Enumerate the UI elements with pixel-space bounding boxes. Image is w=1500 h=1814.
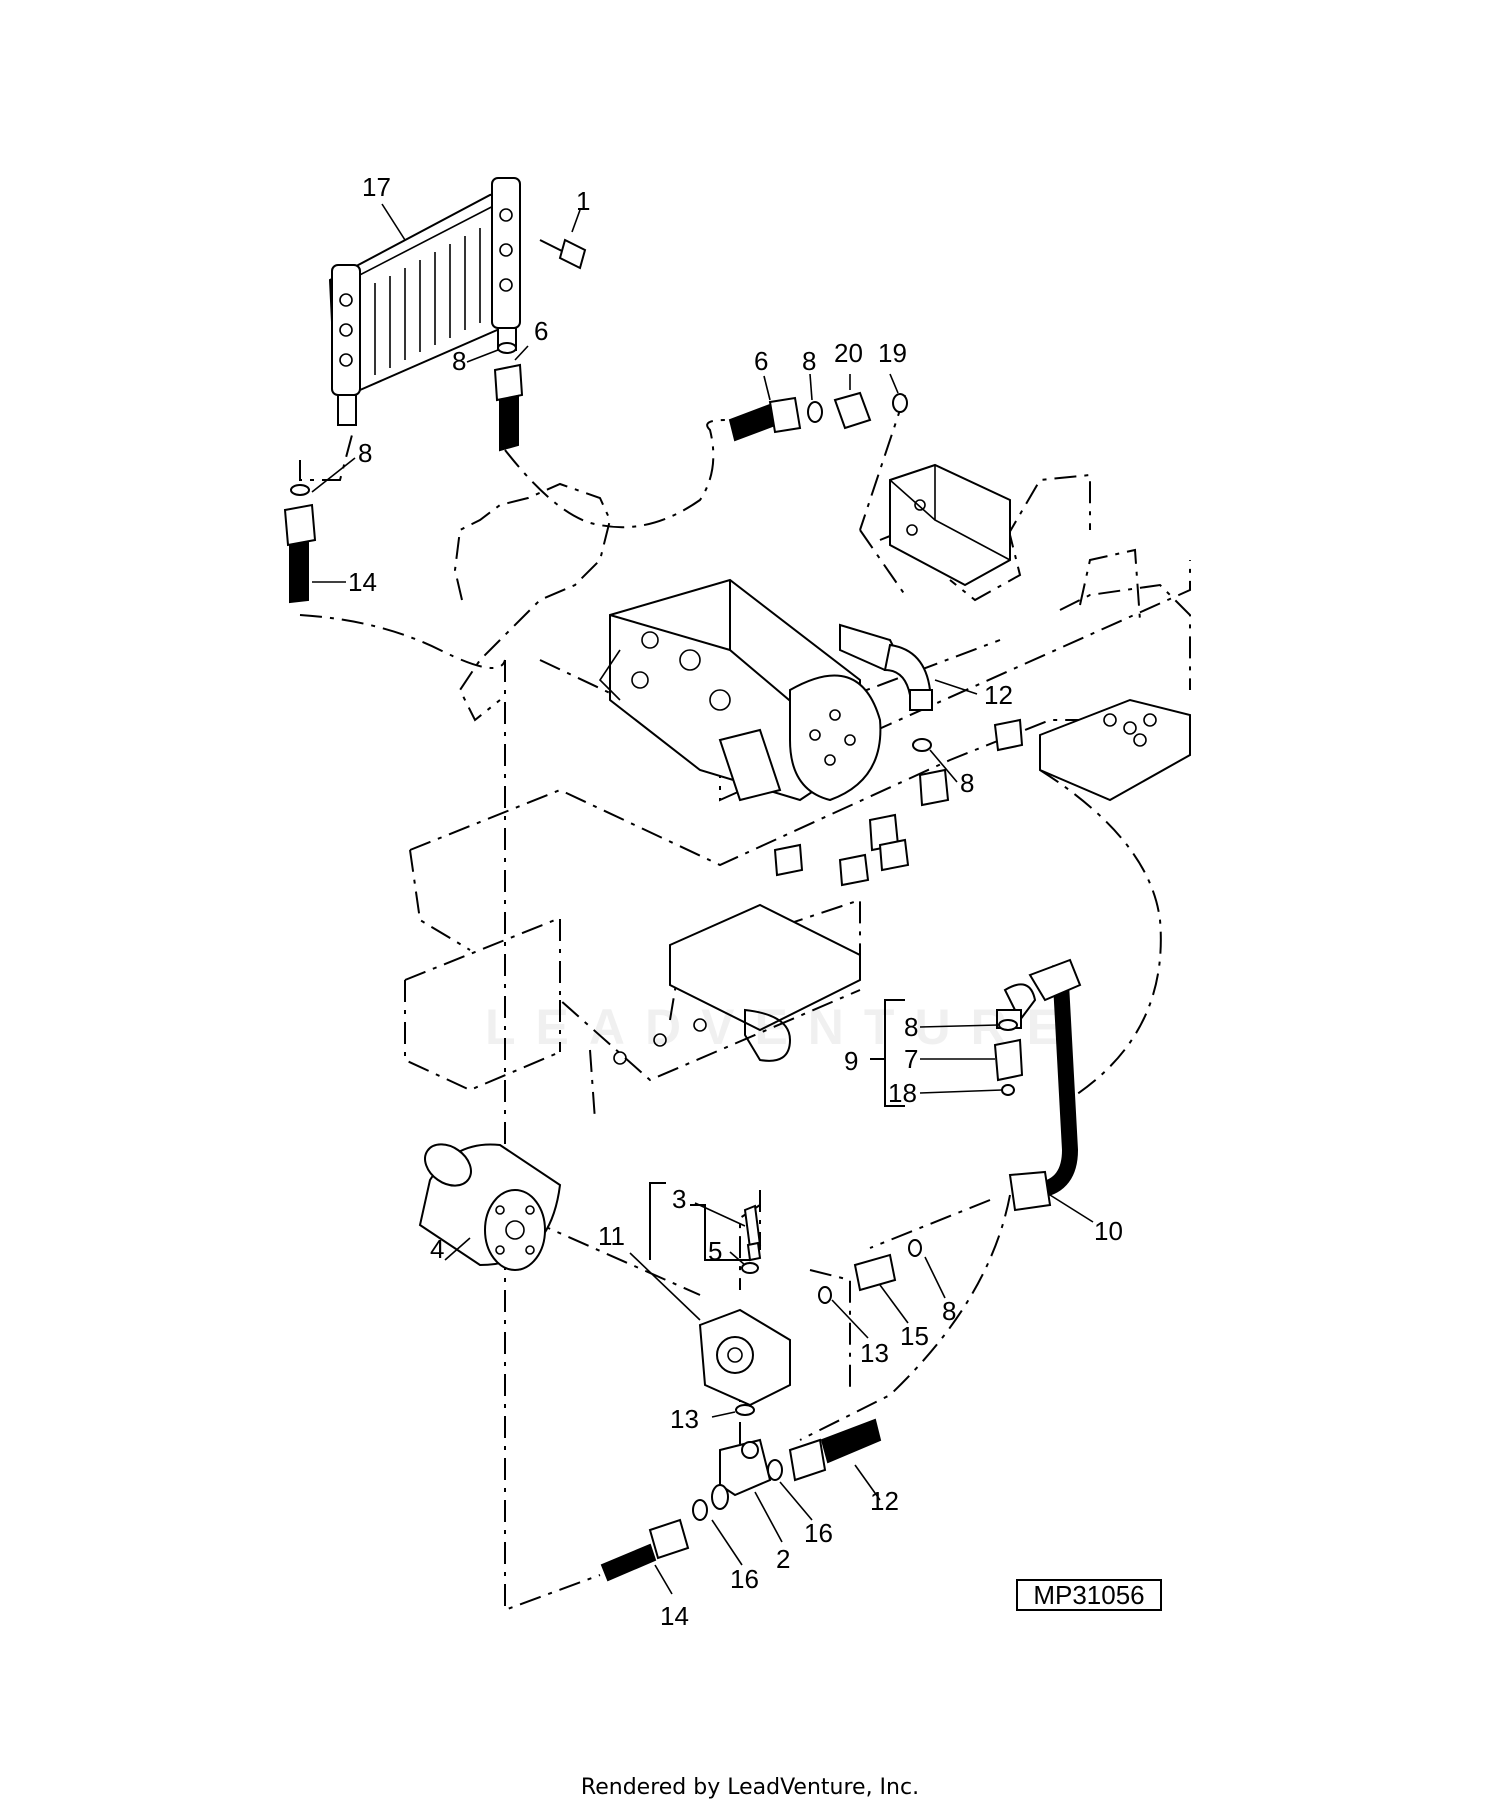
straight-fitting — [818, 1239, 922, 1304]
bracket-plate-right — [1039, 698, 1191, 802]
oil-cooler — [328, 177, 522, 426]
fitting-left-upper — [283, 484, 317, 604]
callout-6: 6 — [534, 316, 548, 346]
filter-head — [649, 1182, 791, 1407]
callout-8: 8 — [358, 438, 372, 468]
callout-3: 3 — [672, 1184, 686, 1214]
callout-1: 1 — [576, 186, 590, 216]
callout-2: 2 — [776, 1544, 790, 1574]
callout-14: 14 — [348, 567, 377, 597]
callout-13: 13 — [670, 1404, 699, 1434]
callout-9: 9 — [844, 1046, 858, 1076]
callout-14: 14 — [660, 1601, 689, 1631]
fitting-left-lower — [600, 1518, 690, 1582]
callout-13: 13 — [860, 1338, 889, 1368]
callout-4: 4 — [430, 1234, 444, 1264]
callout-16: 16 — [730, 1564, 759, 1594]
callout-8: 8 — [960, 768, 974, 798]
callout-19: 19 — [878, 338, 907, 368]
callout-5: 5 — [708, 1236, 722, 1266]
callout-16: 16 — [804, 1518, 833, 1548]
callout-labels: 17 1 6 8 8 14 6 8 20 19 12 8 8 9 7 18 10… — [348, 172, 1123, 1631]
footer-credit: Rendered by LeadVenture, Inc. — [580, 1775, 920, 1800]
callout-15: 15 — [900, 1321, 929, 1351]
callout-6: 6 — [754, 346, 768, 376]
elbow-hose-upper — [839, 623, 933, 752]
callout-8: 8 — [802, 346, 816, 376]
callout-8: 8 — [904, 1012, 918, 1042]
callout-17: 17 — [362, 172, 391, 202]
oil-filter — [418, 1143, 562, 1271]
small-fittings — [773, 718, 1024, 887]
callout-10: 10 — [1094, 1216, 1123, 1246]
hydraulic-pump — [598, 578, 882, 802]
fitting-upper-left — [493, 342, 524, 452]
diagram-id: MP31056 — [1016, 1579, 1162, 1611]
watermark: LEADVENTURE — [485, 999, 1081, 1055]
callout-12: 12 — [984, 680, 1013, 710]
callout-8: 8 — [452, 346, 466, 376]
callout-7: 7 — [904, 1044, 918, 1074]
fitting-kit — [870, 999, 1024, 1107]
callout-11: 11 — [598, 1221, 625, 1251]
fitting-upper-right — [728, 391, 908, 442]
valve-block — [889, 463, 1011, 587]
bracket-plate-middle — [613, 903, 861, 1065]
callout-12: 12 — [870, 1486, 899, 1516]
callout-20: 20 — [834, 338, 863, 368]
bolt — [539, 238, 587, 270]
hose-fitting-lower — [788, 1418, 882, 1482]
leader-lines — [311, 203, 1094, 1595]
tee-fitting — [692, 1404, 783, 1521]
callout-18: 18 — [888, 1078, 917, 1108]
callout-8: 8 — [942, 1296, 956, 1326]
